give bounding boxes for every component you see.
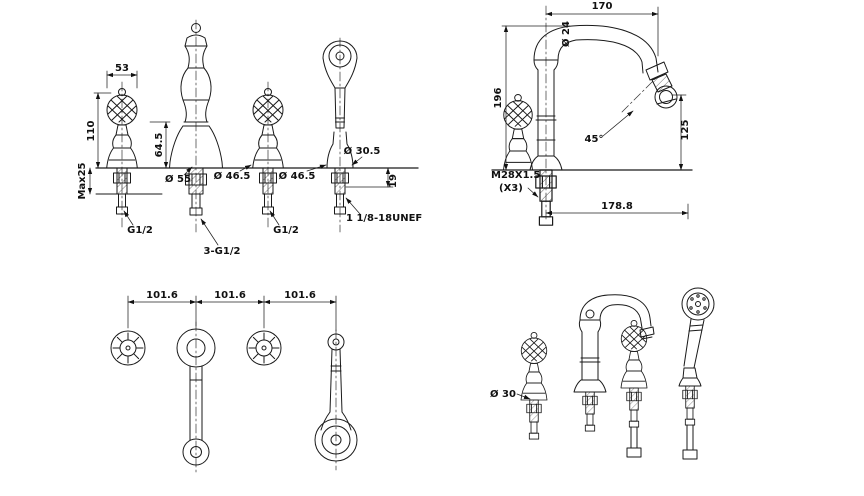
- dim-g12-left: G1/2: [127, 225, 153, 236]
- plan-view: 101.6 101.6 101.6: [110, 290, 358, 475]
- dim-dia-30: Ø 30: [490, 388, 516, 400]
- dim-3-g12: 3-G1/2: [204, 246, 241, 257]
- persp-left-handle-tail: [526, 399, 542, 440]
- front-spout-column: [169, 23, 223, 169]
- dim-g12-right: G1/2: [273, 225, 299, 236]
- plan-right-handle: [246, 330, 282, 366]
- front-dimension-lines: [87, 70, 394, 246]
- side-hand-shower: [651, 73, 678, 109]
- persp-spout-tail: [582, 391, 598, 432]
- front-view: 53 110 64.5 Max25 Ø 55 Ø 46.5 Ø 46.5 Ø 3…: [77, 19, 422, 257]
- dim-178-8: 178.8: [601, 201, 633, 212]
- dim-m28-thread: M28X1.5: [491, 170, 540, 181]
- dim-19: 19: [388, 174, 399, 188]
- persp-dimension-texts: Ø 30: [490, 388, 516, 400]
- plan-centerlines: [195, 321, 337, 475]
- perspective-view: Ø 30: [490, 287, 715, 460]
- dim-45-degrees: 45°: [585, 134, 604, 145]
- front-shower-tail: [331, 167, 349, 215]
- dim-dia-46-5-b: Ø 46.5: [279, 170, 316, 182]
- dim-spacing-a: 101.6: [146, 290, 178, 301]
- side-dimension-lines: [501, 6, 689, 220]
- dim-dia-24: Ø 24: [560, 21, 572, 47]
- front-dimension-texts: 53 110 64.5 Max25 Ø 55 Ø 46.5 Ø 46.5 Ø 3…: [77, 63, 422, 257]
- dim-196: 196: [493, 88, 504, 109]
- dim-dia-30-5: Ø 30.5: [344, 145, 381, 157]
- side-view: 170 Ø 24 196 125 45° M28X1.5 (X3) 178.8: [491, 1, 693, 226]
- dim-53: 53: [115, 63, 129, 74]
- dim-125: 125: [680, 120, 691, 141]
- persp-shower-hose: [682, 424, 698, 460]
- persp-hand-shower: [678, 287, 715, 387]
- dim-max25: Max25: [77, 162, 88, 199]
- plan-dimension-texts: 101.6 101.6 101.6: [146, 290, 316, 301]
- persp-right-handle: [620, 319, 648, 389]
- persp-shower-tail: [682, 385, 698, 426]
- plan-dimension-lines: [127, 295, 337, 332]
- dim-spacing-b: 101.6: [214, 290, 246, 301]
- side-cross-handle: [502, 93, 534, 171]
- plan-spout: [176, 328, 216, 466]
- dim-170: 170: [592, 1, 613, 12]
- side-dimension-texts: 170 Ø 24 196 125 45° M28X1.5 (X3) 178.8: [491, 1, 691, 212]
- dim-unef-thread: 1 1/8-18UNEF: [346, 213, 422, 224]
- persp-left-handle: [520, 331, 548, 401]
- front-left-handle-tail: [113, 167, 131, 215]
- dim-110: 110: [86, 121, 97, 142]
- plan-hand-shower: [314, 333, 358, 462]
- dim-dia-46-5-a: Ø 46.5: [214, 170, 251, 182]
- dim-dia-55: Ø 55: [165, 173, 191, 185]
- front-centerlines: [121, 19, 341, 233]
- front-spout-tail: [185, 167, 207, 216]
- plan-left-handle: [110, 330, 146, 366]
- front-right-handle-tail: [259, 167, 277, 215]
- persp-right-handle-hose: [626, 426, 642, 458]
- dim-64-5: 64.5: [154, 133, 165, 158]
- persp-right-handle-tail: [626, 387, 642, 428]
- dim-spacing-c: 101.6: [284, 290, 316, 301]
- persp-spout: [573, 294, 655, 393]
- dim-m28-qty: (X3): [499, 183, 523, 194]
- side-spout-body: [529, 24, 669, 171]
- persp-dimension-lines: [516, 393, 531, 400]
